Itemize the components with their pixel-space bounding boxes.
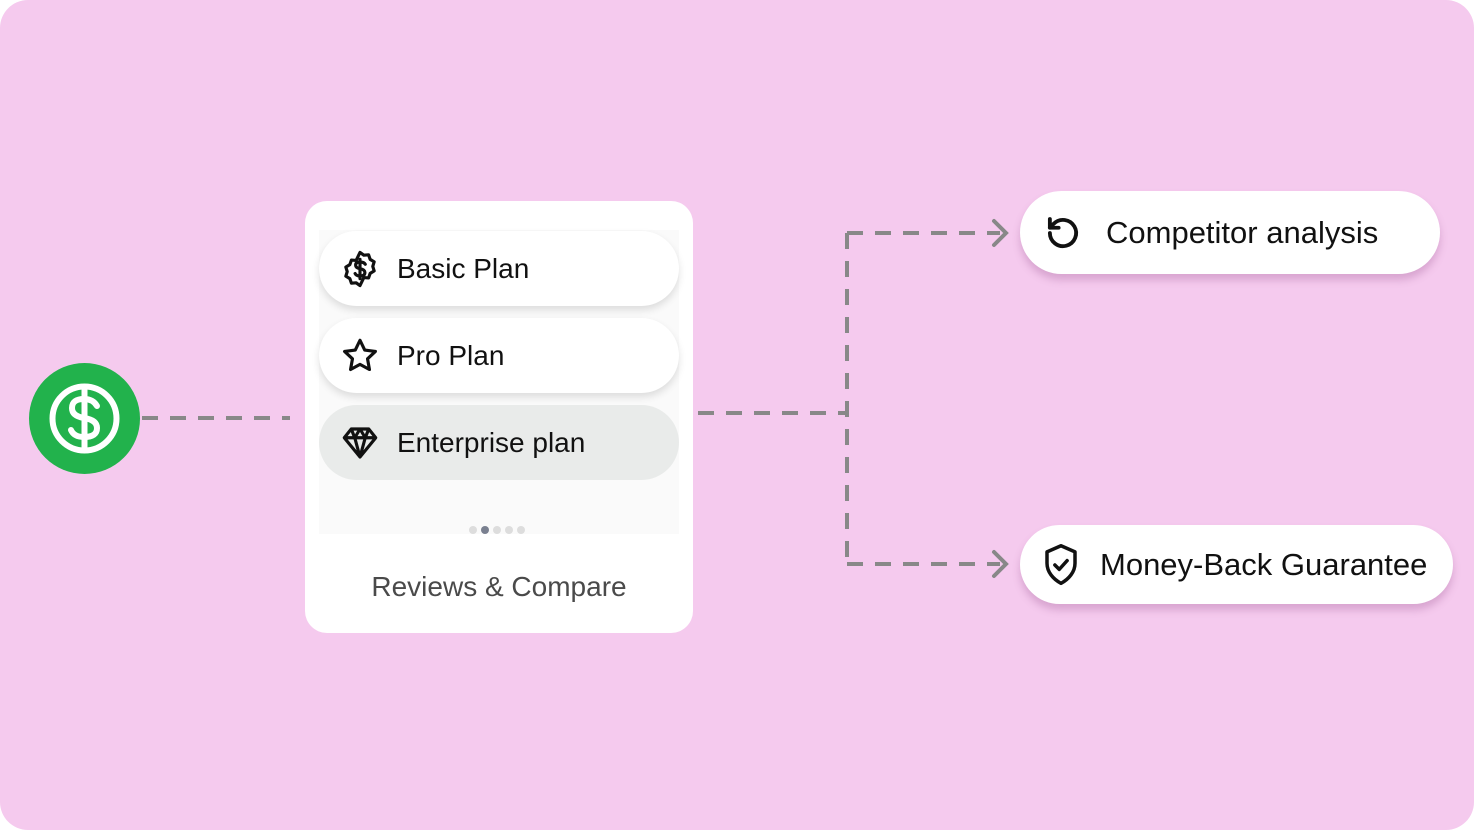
page-dot[interactable] bbox=[469, 526, 477, 534]
target-label: Money-Back Guarantee bbox=[1100, 546, 1428, 582]
page-dot[interactable] bbox=[505, 526, 513, 534]
plan-pro[interactable]: Pro Plan bbox=[319, 318, 679, 393]
target-label: Competitor analysis bbox=[1106, 214, 1379, 250]
arrow-head-icon bbox=[992, 550, 1009, 578]
shield-check-icon bbox=[1045, 543, 1077, 585]
plan-label: Basic Plan bbox=[397, 252, 530, 284]
star-icon bbox=[343, 338, 377, 371]
page-dot-active[interactable] bbox=[481, 526, 489, 534]
plans-card: Basic Plan Pro Plan Enterprise plan Revi… bbox=[305, 201, 693, 633]
pagination-dots bbox=[469, 526, 525, 534]
refresh-icon bbox=[1047, 216, 1079, 248]
card-caption: Reviews & Compare bbox=[371, 571, 627, 602]
dollar-circle-icon bbox=[49, 383, 120, 454]
arrow-head-icon bbox=[992, 219, 1009, 247]
diamond-icon bbox=[342, 426, 378, 459]
plan-label: Pro Plan bbox=[397, 339, 505, 371]
dollar-badge-icon bbox=[344, 250, 376, 287]
plan-enterprise[interactable]: Enterprise plan bbox=[319, 405, 679, 480]
page-dot[interactable] bbox=[493, 526, 501, 534]
plan-list: Basic Plan Pro Plan Enterprise plan bbox=[319, 230, 679, 534]
target-competitor-analysis[interactable]: Competitor analysis bbox=[1020, 191, 1440, 274]
plan-basic[interactable]: Basic Plan bbox=[319, 231, 679, 306]
plan-label: Enterprise plan bbox=[397, 426, 586, 458]
target-money-back-guarantee[interactable]: Money-Back Guarantee bbox=[1020, 525, 1453, 604]
page-dot[interactable] bbox=[517, 526, 525, 534]
source-dollar-node bbox=[29, 363, 140, 474]
